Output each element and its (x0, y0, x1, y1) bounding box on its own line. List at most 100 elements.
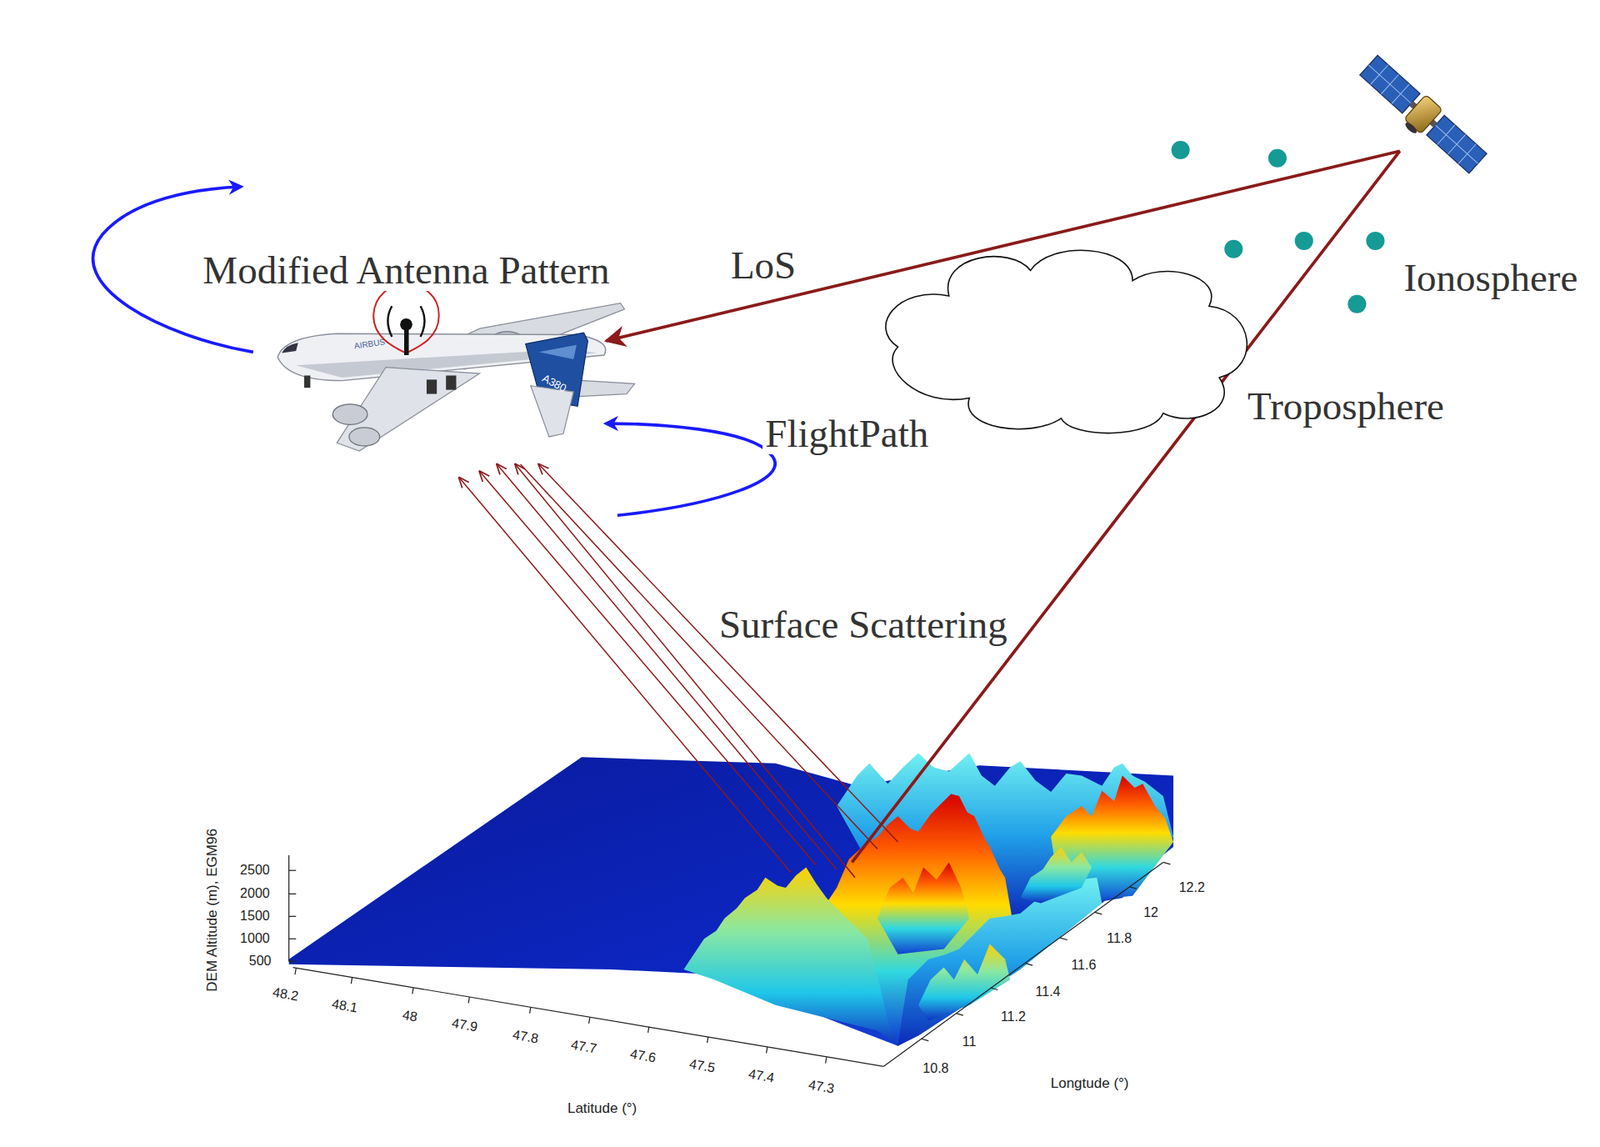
plot-axes (921, 1038, 930, 1040)
plot-axes (825, 1056, 827, 1063)
signal-path (851, 150, 1400, 862)
annotation-label: Modified Antenna Pattern (200, 250, 612, 291)
plot-axes (1025, 963, 1034, 965)
flight-path-arrow (605, 423, 775, 515)
plot-axes (589, 1017, 590, 1024)
ionosphere-dot (1295, 231, 1314, 250)
axis-title: Latitude (°) (567, 1100, 637, 1116)
tick-label: 12 (1143, 905, 1159, 920)
ionosphere-dot (1171, 140, 1190, 160)
tick-label: 500 (249, 954, 272, 969)
axis-title: Longtude (°) (1050, 1075, 1130, 1091)
plot-axes (295, 968, 296, 975)
plot-axes (955, 1013, 964, 1015)
tick-label: 48.2 (271, 985, 300, 1005)
plot-axes (289, 893, 297, 895)
plot-axes (1060, 937, 1068, 940)
scattering-rays (459, 477, 791, 873)
terrain-surface (683, 867, 898, 1046)
tick-label: 11 (962, 1035, 977, 1050)
tick-label: 11.2 (1000, 1010, 1026, 1025)
plot-axes (1129, 886, 1137, 889)
annotation-label: Surface Scattering (716, 604, 1010, 645)
annotation-label: Ionosphere (1400, 257, 1580, 299)
plot-axes (883, 861, 1163, 1066)
terrain-surface (918, 943, 1010, 1020)
tick-label: 47.4 (747, 1067, 776, 1086)
plot-axes (289, 938, 297, 940)
terrain-surface (289, 752, 1174, 1045)
plot-axes (289, 855, 1171, 1066)
tick-label: 11.8 (1106, 931, 1132, 946)
plot-axes (289, 960, 297, 962)
antenna-symbol (400, 318, 413, 331)
aircraft (281, 342, 299, 353)
plot-axes (350, 977, 352, 984)
tick-label: 12.2 (1179, 880, 1205, 895)
aircraft-marking: A380 (540, 372, 568, 395)
plot-axes (1163, 861, 1171, 864)
scattering-rays (459, 464, 898, 878)
satellite (1403, 120, 1419, 135)
aircraft-marking: AIRBUS (353, 338, 385, 352)
tick-label: 11.6 (1070, 958, 1096, 973)
tick-label: 48 (401, 1008, 419, 1025)
ionosphere-dot (1347, 295, 1366, 314)
ionosphere-dot (1171, 140, 1385, 314)
tick-label: 48.1 (330, 996, 360, 1015)
aircraft (277, 303, 635, 452)
ionosphere-dot (1268, 149, 1287, 168)
plot-axes (990, 987, 999, 990)
ionosphere-dot (1365, 231, 1385, 250)
tick-label: 47.6 (629, 1046, 658, 1065)
aircraft (426, 379, 437, 394)
aircraft (530, 385, 574, 437)
satellite (1368, 65, 1411, 104)
ionosphere-dot (1224, 240, 1243, 259)
plot-axes (288, 855, 290, 961)
antenna-symbol (420, 305, 425, 337)
axis-title: DEM Altitude (m), EGM96 (205, 828, 220, 992)
plot-axes (412, 987, 414, 994)
annotation-label: Troposphere (1245, 385, 1447, 427)
tick-label: 10.8 (922, 1061, 949, 1076)
aircraft (332, 404, 368, 425)
scattering-rays (496, 464, 837, 870)
tick-label: 47.9 (450, 1016, 479, 1035)
tick-label: 47.5 (688, 1057, 717, 1076)
scattering-rays (520, 464, 878, 850)
plot-axes (289, 915, 297, 917)
tick-label: 11.4 (1035, 985, 1061, 1000)
tick-label: 47.7 (570, 1037, 599, 1056)
satellite (1435, 125, 1479, 164)
aircraft (304, 375, 310, 389)
tick-label: 47.8 (511, 1027, 540, 1046)
plot-axes (707, 1036, 709, 1043)
plot-axes (468, 996, 470, 1003)
plot-axes (766, 1046, 768, 1053)
tick-label: 1000 (240, 931, 270, 946)
tick-label: 2000 (240, 886, 270, 901)
signal-path (605, 150, 1400, 862)
plot-axes (293, 967, 885, 1067)
annotation-label: LoS (728, 245, 799, 286)
scattering-rays (539, 464, 899, 842)
plot-axes (289, 870, 297, 871)
tick-label: 47.3 (807, 1077, 836, 1096)
troposphere-cloud (885, 250, 1247, 433)
aircraft (349, 427, 380, 446)
plot-axes (1095, 911, 1103, 914)
aircraft (445, 375, 456, 390)
tick-label: 1500 (240, 909, 270, 924)
antenna-symbol (387, 305, 392, 337)
tick-label: 2500 (240, 863, 270, 878)
satellite (1354, 53, 1489, 180)
scattering-rays (480, 471, 817, 866)
plot-axes (648, 1026, 650, 1033)
terrain-surface (1020, 846, 1092, 903)
flight-path-arrow (93, 186, 776, 515)
scattering-rays (515, 464, 855, 878)
terrain-surface (877, 861, 970, 954)
